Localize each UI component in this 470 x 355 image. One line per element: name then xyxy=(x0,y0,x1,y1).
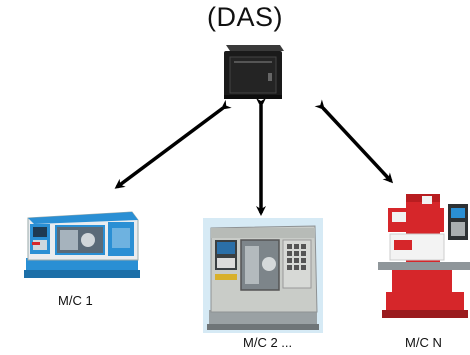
arrow-das-mc1 xyxy=(114,99,232,189)
diagram-title: (DAS) xyxy=(207,2,283,32)
das-server-icon xyxy=(220,43,286,101)
mc2-lathe-icon xyxy=(203,218,323,333)
mc1-label: M/C 1 xyxy=(58,293,93,308)
mcn-milling-machine-icon xyxy=(378,190,470,320)
mcn-label: M/C N xyxy=(405,335,442,350)
arrow-das-mcn xyxy=(314,99,394,184)
mc2-label: M/C 2 ... xyxy=(243,335,293,350)
mc1-lathe-icon xyxy=(20,202,144,282)
